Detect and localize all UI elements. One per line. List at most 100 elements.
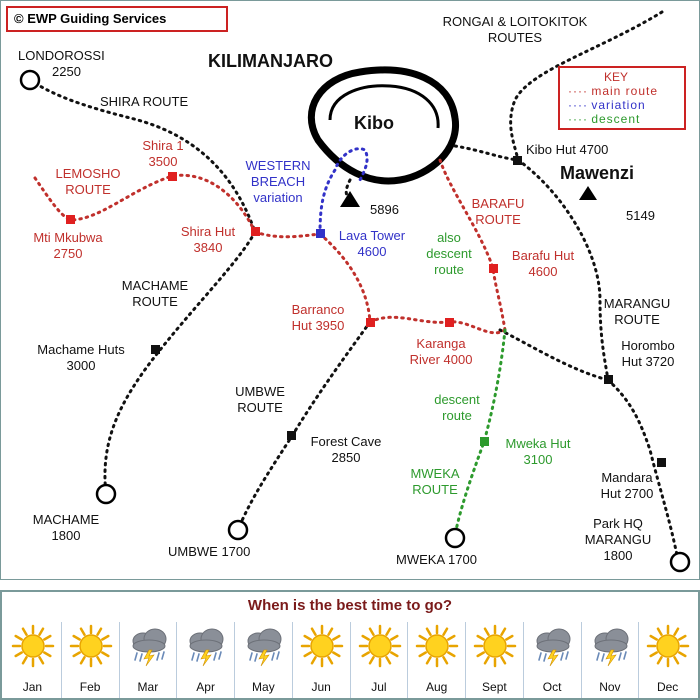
key-variation: ···· variation bbox=[568, 98, 646, 112]
machame-route-label-line2: ROUTE bbox=[132, 294, 178, 309]
mweka-descent-line bbox=[453, 328, 507, 537]
umbwe-route-line bbox=[236, 320, 372, 532]
descent-route-label: descent route bbox=[424, 392, 490, 424]
machame-huts-elevation: 3000 bbox=[66, 358, 96, 373]
karanga-marker bbox=[445, 318, 454, 327]
machame-gate-elevation: 1800 bbox=[51, 528, 81, 543]
month-oct: Oct bbox=[524, 622, 582, 698]
also-descent-label-line1: also bbox=[437, 230, 461, 245]
lava-tower-name: Lava Tower bbox=[338, 228, 406, 243]
rongai-route-label: RONGAI & LOITOKITOK ROUTES bbox=[420, 14, 610, 46]
key-descent: ···· descent bbox=[568, 112, 641, 126]
route-map-drawing bbox=[19, 10, 691, 573]
lemosho-route-label: LEMOSHO ROUTE bbox=[38, 166, 138, 198]
shira1-label: Shira 1 3500 bbox=[128, 138, 198, 170]
month-nov: Nov bbox=[582, 622, 640, 698]
mandara-marker bbox=[657, 458, 666, 467]
month-label: Jun bbox=[311, 680, 331, 694]
park-hq-name: Park HQ bbox=[593, 516, 643, 531]
umbwe-gate-label: UMBWE 1700 bbox=[168, 544, 251, 559]
western-breach-label-line3: variation bbox=[253, 190, 303, 205]
horombo-label: Horombo Hut 3720 bbox=[612, 338, 684, 370]
shira-hut-elevation: 3840 bbox=[193, 240, 223, 255]
month-label: Jul bbox=[371, 680, 387, 694]
barranco-label: Barranco Hut 3950 bbox=[278, 302, 358, 334]
month-label: May bbox=[252, 680, 275, 694]
month-label: Apr bbox=[196, 680, 215, 694]
shira-hut-marker bbox=[251, 227, 260, 236]
shira1-elevation: 3500 bbox=[148, 154, 178, 169]
karanga-elevation: River 4000 bbox=[409, 352, 473, 367]
barafu-hut-name: Barafu Hut bbox=[511, 248, 575, 263]
descent-route-label-line2: route bbox=[442, 408, 472, 423]
londorossi-gate-marker bbox=[19, 69, 41, 91]
mti-mkubwa-name: Mti Mkubwa bbox=[33, 230, 103, 245]
storm-cloud-icon bbox=[184, 624, 228, 668]
kibo-hut-marker bbox=[513, 156, 522, 165]
horombo-name: Horombo bbox=[621, 338, 675, 353]
shira-hut-lava-line bbox=[253, 230, 322, 239]
mawenzi-elevation: 5149 bbox=[626, 208, 655, 223]
mweka-gate-marker bbox=[444, 527, 466, 549]
mweka-route-label: MWEKA ROUTE bbox=[398, 466, 472, 498]
month-label: Aug bbox=[425, 680, 448, 694]
mweka-hut-marker bbox=[480, 437, 489, 446]
machame-gate-name: MACHAME bbox=[32, 512, 100, 527]
month-label: Sept bbox=[482, 680, 507, 694]
marangu-route-label: MARANGU ROUTE bbox=[594, 296, 680, 328]
lemosho-route-label-line2: ROUTE bbox=[65, 182, 111, 197]
map-title: KILIMANJARO bbox=[208, 51, 333, 71]
western-breach-line bbox=[318, 147, 369, 236]
mweka-hut-name: Mweka Hut bbox=[505, 436, 571, 451]
barafu-route-label-line1: BARAFU bbox=[471, 196, 525, 211]
copyright-notice: © EWP Guiding Services bbox=[6, 6, 228, 32]
map-key: KEY ···· main route ···· variation ···· … bbox=[558, 66, 686, 130]
month-feb: Feb bbox=[62, 622, 120, 698]
lava-tower-label: Lava Tower 4600 bbox=[328, 228, 416, 260]
shira-route-label: SHIRA ROUTE bbox=[100, 94, 189, 109]
mweka-gate-label: MWEKA 1700 bbox=[396, 552, 477, 567]
also-descent-route-label: also descent route bbox=[418, 230, 480, 278]
park-hq-label: Park HQ MARANGU 1800 bbox=[568, 516, 668, 564]
marangu-upper-line bbox=[516, 158, 610, 382]
key-title: KEY bbox=[604, 70, 629, 84]
sun-icon bbox=[69, 624, 113, 668]
kibo-elevation: 5896 bbox=[370, 202, 399, 217]
month-label: Mar bbox=[137, 680, 159, 694]
londorossi-label: LONDOROSSI 2250 bbox=[18, 48, 105, 80]
sun-icon bbox=[11, 624, 55, 668]
key-variation-label: variation bbox=[591, 98, 646, 112]
barranco-marker bbox=[366, 318, 375, 327]
mandara-name: Mandara bbox=[601, 470, 653, 485]
park-hq-elevation: 1800 bbox=[603, 548, 633, 563]
mweka-hut-label: Mweka Hut 3100 bbox=[492, 436, 584, 468]
forest-cave-label: Forest Cave 2850 bbox=[298, 434, 394, 466]
marangu-route-label-line2: ROUTE bbox=[614, 312, 660, 327]
barranco-elevation: Hut 3950 bbox=[291, 318, 345, 333]
month-jul: Jul bbox=[351, 622, 409, 698]
machame-huts-label: Machame Huts 3000 bbox=[20, 342, 142, 374]
key-main-route-label: main route bbox=[591, 84, 659, 98]
forest-cave-elevation: 2850 bbox=[331, 450, 361, 465]
lava-tower-marker bbox=[316, 229, 325, 238]
month-dec: Dec bbox=[639, 622, 696, 698]
mti-mkubwa-label: Mti Mkubwa 2750 bbox=[18, 230, 118, 262]
month-label: Feb bbox=[79, 680, 101, 694]
barafu-hut-label: Barafu Hut 4600 bbox=[496, 248, 590, 280]
machame-route-label: MACHAME ROUTE bbox=[100, 278, 210, 310]
shira1-marker bbox=[168, 172, 177, 181]
also-descent-label-line3: route bbox=[434, 262, 464, 277]
karanga-label: Karanga River 4000 bbox=[396, 336, 486, 368]
machame-gate-marker bbox=[95, 483, 117, 505]
marangu-gate-marker bbox=[669, 551, 691, 573]
mweka-hut-elevation: 3100 bbox=[523, 452, 553, 467]
barranco-line bbox=[318, 232, 372, 324]
key-descent-label: descent bbox=[591, 112, 641, 126]
storm-cloud-icon bbox=[531, 624, 575, 668]
londorossi-name: LONDOROSSI bbox=[18, 48, 105, 63]
machame-huts-name: Machame Huts bbox=[37, 342, 125, 357]
western-breach-label-line2: BREACH bbox=[250, 174, 306, 189]
machame-gate-label: MACHAME 1800 bbox=[16, 512, 116, 544]
marangu-route-label-line1: MARANGU bbox=[603, 296, 671, 311]
